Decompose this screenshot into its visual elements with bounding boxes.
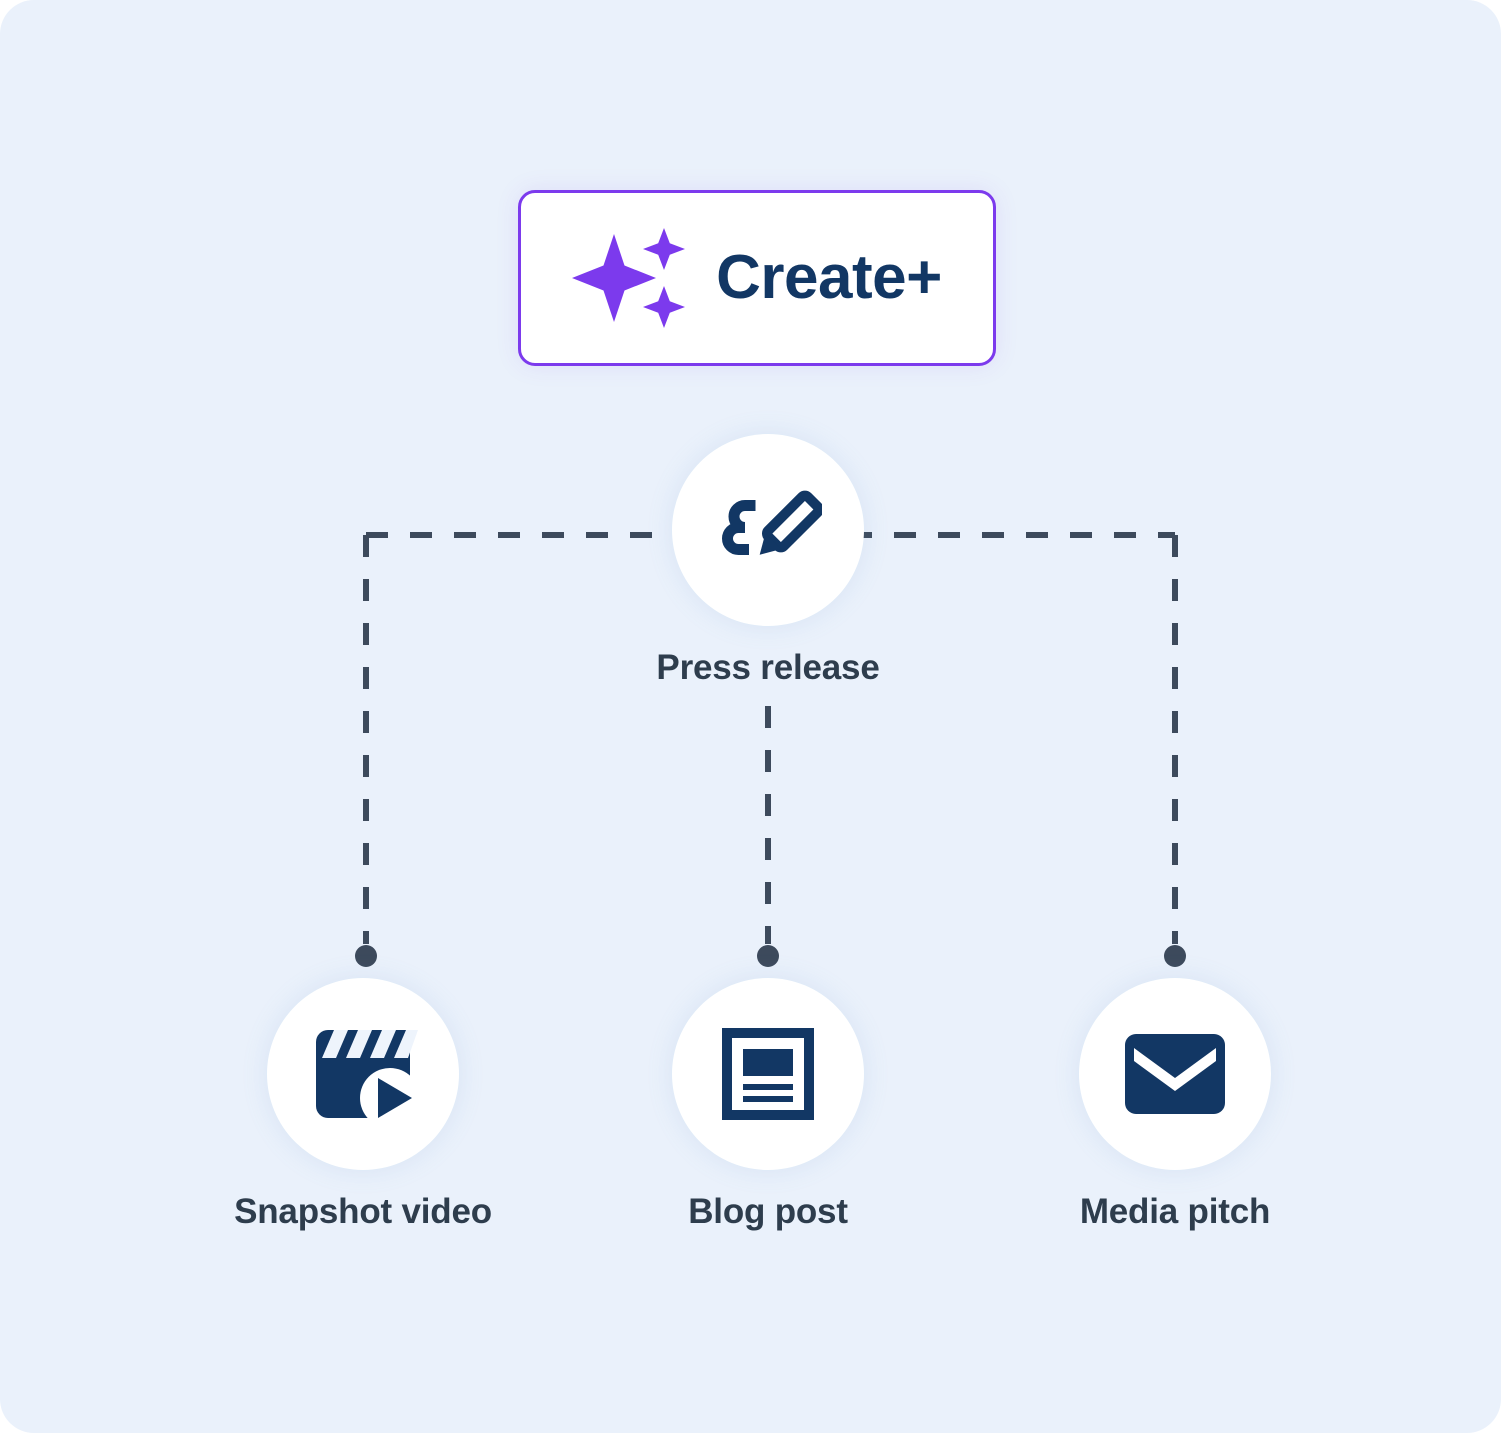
envelope-icon xyxy=(1125,1034,1225,1114)
connector-dot-left xyxy=(355,945,377,967)
node-blog-post-label: Blog post xyxy=(688,1192,848,1231)
node-media-pitch-label: Media pitch xyxy=(1079,1192,1271,1231)
node-media-pitch-circle[interactable] xyxy=(1079,978,1271,1170)
clapperboard-play-icon xyxy=(316,1030,418,1118)
sparkles-icon xyxy=(572,228,686,328)
node-snapshot-video-circle[interactable] xyxy=(267,978,459,1170)
node-snapshot-video-label: Snapshot video xyxy=(234,1192,492,1231)
node-snapshot-video[interactable]: Snapshot video xyxy=(234,978,492,1232)
article-icon xyxy=(722,1028,814,1120)
node-blog-post[interactable]: Blog post xyxy=(672,978,864,1232)
node-media-pitch[interactable]: Media pitch xyxy=(1079,978,1271,1232)
node-blog-post-circle[interactable] xyxy=(672,978,864,1170)
connector-dot-right xyxy=(1164,945,1186,967)
connector-dot-center xyxy=(757,945,779,967)
node-press-release-circle[interactable] xyxy=(672,434,864,626)
create-plus-label: Create+ xyxy=(716,243,942,312)
create-plus-button[interactable]: Create+ xyxy=(518,190,996,366)
pencil-write-icon xyxy=(722,490,822,555)
node-press-release-label: Press release xyxy=(656,648,880,687)
node-press-release[interactable]: Press release xyxy=(656,434,880,688)
